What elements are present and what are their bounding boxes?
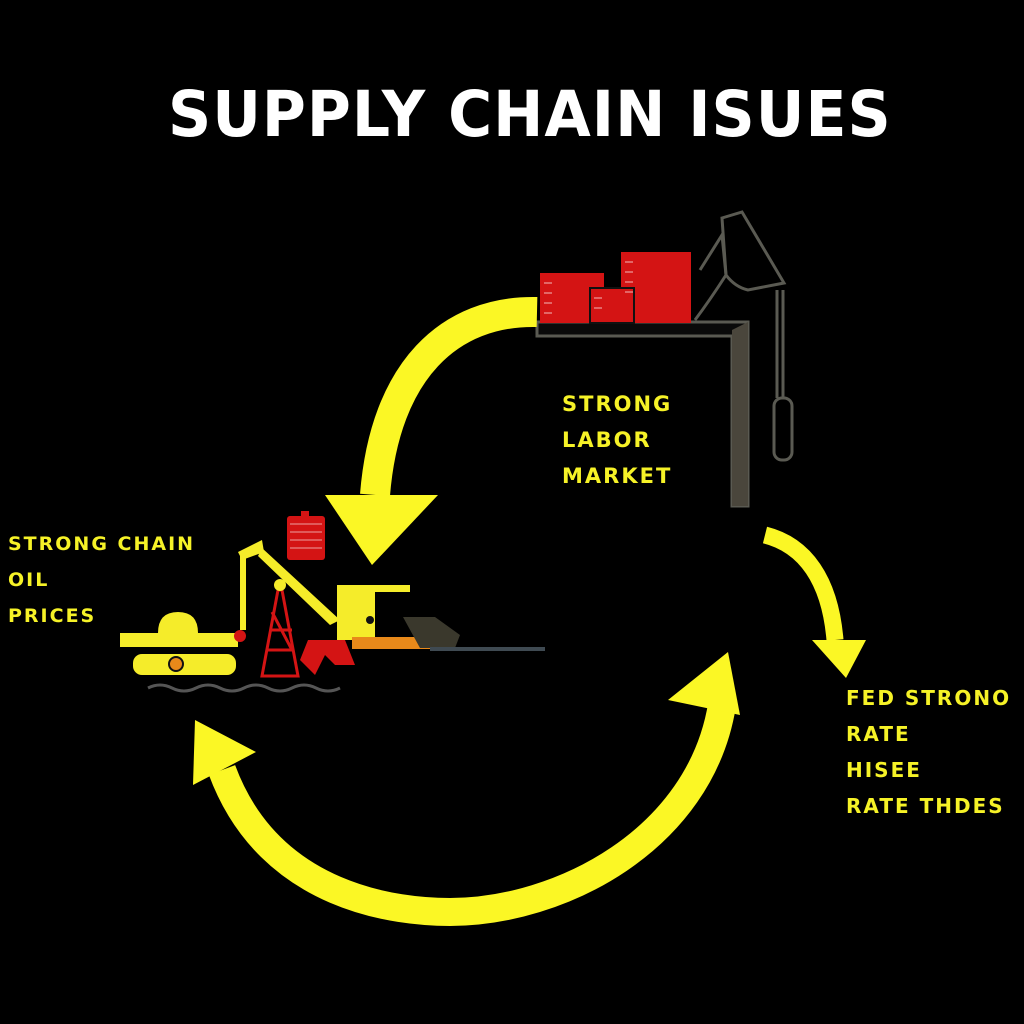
- derrick-top: [274, 579, 286, 591]
- labor-line-3: MARKET: [562, 464, 673, 488]
- red-binders-icon: [540, 252, 691, 324]
- node-fed-rate: FED STRONO RATE HISEE RATE THDES: [846, 680, 1011, 824]
- arrow-labor-to-oil: [325, 296, 538, 565]
- pump-jack-icon: [238, 540, 452, 649]
- labor-line-1: STRONG: [562, 392, 673, 416]
- oil-line-3: PRICES: [8, 605, 97, 627]
- labor-line-2: LABOR: [562, 428, 652, 452]
- fed-line-4: RATE THDES: [846, 794, 1005, 818]
- derrick-icon: [260, 588, 300, 678]
- water-waves-icon: [147, 683, 341, 693]
- node-labor-market: STRONG LABOR MARKET: [562, 386, 672, 494]
- oil-line-1: STRONG CHAIN: [8, 533, 196, 555]
- arrow-labor-to-fed: [762, 526, 866, 678]
- page-title: SUPPLY CHAIN ISUES: [168, 78, 892, 152]
- arrow-oil-labor-cycle: [193, 652, 740, 927]
- desk-side: [732, 322, 748, 506]
- refinery-icon: [120, 612, 238, 675]
- fed-line-2: RATE: [846, 722, 911, 746]
- fed-line-3: HISEE: [846, 758, 922, 782]
- fed-line-1: FED STRONO: [846, 686, 1012, 710]
- node-oil-prices: STRONG CHAIN OIL PRICES: [8, 526, 195, 634]
- propeller-icon: [300, 640, 355, 675]
- dirt-pile-icon: [403, 617, 460, 648]
- desk-illustration: [535, 210, 794, 508]
- red-barrel-icon: [287, 511, 325, 560]
- pipeline: [430, 647, 545, 651]
- lamp-icon: [693, 210, 794, 462]
- oil-line-2: OIL: [8, 569, 50, 591]
- oil-machinery-illustration: [120, 511, 545, 693]
